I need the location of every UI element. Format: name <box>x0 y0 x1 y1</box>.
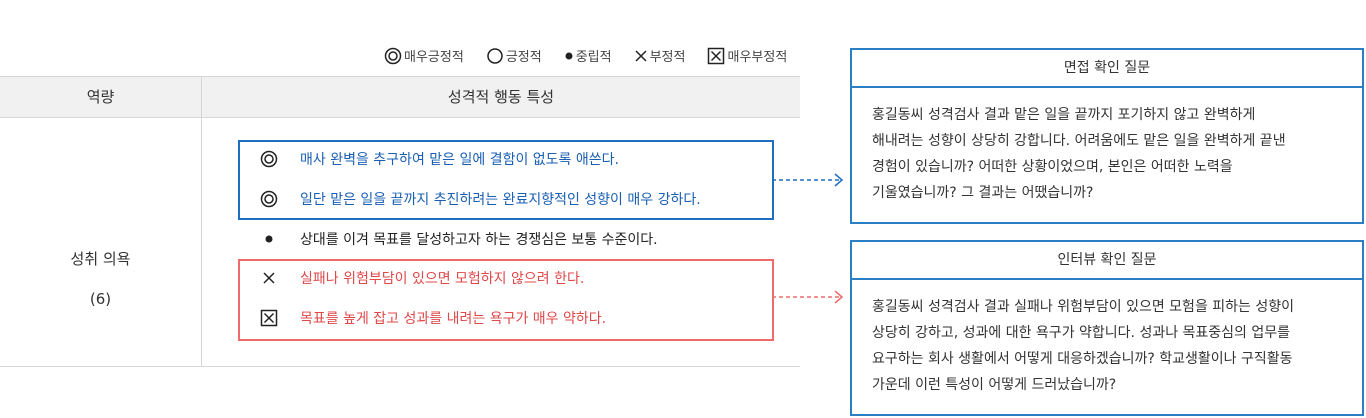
panel-line: 요구하는 회사 생활에서 어떻게 대응하겠습니까? 학교생활이나 구직활동 <box>872 351 1293 367</box>
legend-item-neutral: 중립적 <box>564 46 612 65</box>
column-divider <box>201 118 202 366</box>
competency-name: 성취 의욕 <box>70 250 131 268</box>
header-competency: 역량 <box>0 77 202 117</box>
trait-text: 일단 맡은 일을 끝까지 추진하려는 완료지향적인 성향이 매우 강하다. <box>300 192 701 208</box>
trait-row: 상대를 이겨 목표를 달성하고자 하는 경쟁심은 보통 수준이다. <box>238 219 778 259</box>
double-circle-icon <box>238 190 300 208</box>
legend-label: 매우부정적 <box>727 50 788 65</box>
red-dashed-arrow-icon <box>772 290 844 304</box>
trait-text: 실패나 위험부담이 있으면 모험하지 않으려 한다. <box>300 271 585 287</box>
panel-line: 상당히 강하고, 성과에 대한 욕구가 약합니다. 성과나 목표중심의 업무를 <box>872 325 1291 341</box>
interview-check-panel: 면접 확인 질문 홍길동씨 성격검사 결과 맡은 일을 끝까지 포기하지 않고 … <box>850 48 1364 224</box>
panel-line: 홍길동씨 성격검사 결과 실패나 위험부담이 있으면 모험을 피하는 성향이 <box>872 299 1294 315</box>
panel-body: 홍길동씨 성격검사 결과 맡은 일을 끝까지 포기하지 않고 완벽하게 해내려는… <box>852 88 1362 206</box>
legend-item-very-negative: 매우부정적 <box>707 46 787 65</box>
panel-title: 면접 확인 질문 <box>852 50 1362 88</box>
panel-line: 해내려는 성향이 상당히 강합니다. 어려움에도 맡은 일을 완벽하게 끝낸 <box>872 133 1286 149</box>
behavior-table: 역량 성격적 행동 특성 성취 의욕 (6) <box>0 76 800 367</box>
trait-text: 목표를 높게 잡고 성과를 내려는 욕구가 매우 약하다. <box>300 311 607 327</box>
table-body: 성취 의욕 (6) <box>0 118 800 367</box>
weakness-highlight-box <box>238 259 774 341</box>
trait-row: 매사 완벽을 추구하여 맡은 일에 결함이 없도록 애쓴다. <box>238 139 778 179</box>
competency-score: (6) <box>89 290 112 308</box>
cross-icon <box>634 47 648 65</box>
double-circle-icon <box>238 150 300 168</box>
interview-question-panel: 인터뷰 확인 질문 홍길동씨 성격검사 결과 실패나 위험부담이 있으면 모험을… <box>850 240 1364 416</box>
legend-item-negative: 부정적 <box>634 46 686 65</box>
cross-icon <box>238 269 300 287</box>
header-behavior-traits: 성격적 행동 특성 <box>447 88 555 106</box>
legend: 매우긍정적 긍정적 중립적 부정적 매우부정적 <box>384 46 787 65</box>
trait-row: 일단 맡은 일을 끝까지 추진하려는 완료지향적인 성향이 매우 강하다. <box>238 179 778 219</box>
legend-label: 중립적 <box>575 50 612 65</box>
panel-line: 가운데 이런 특성이 어떻게 드러났습니까? <box>872 377 1117 393</box>
legend-label: 긍정적 <box>505 50 542 65</box>
panel-line: 경험이 있습니까? 어떠한 상황이었으며, 본인은 어떠한 노력을 <box>872 159 1233 175</box>
legend-item-very-positive: 매우긍정적 <box>384 46 464 65</box>
trait-text: 상대를 이겨 목표를 달성하고자 하는 경쟁심은 보통 수준이다. <box>300 232 658 248</box>
boxed-cross-icon <box>238 309 300 327</box>
legend-label: 부정적 <box>649 50 686 65</box>
double-circle-icon <box>384 47 402 65</box>
legend-label: 매우긍정적 <box>404 50 464 65</box>
trait-row: 실패나 위험부담이 있으면 모험하지 않으려 한다. <box>238 258 778 298</box>
dot-icon <box>238 230 300 248</box>
panel-line: 홍길동씨 성격검사 결과 맡은 일을 끝까지 포기하지 않고 완벽하게 <box>872 107 1256 123</box>
circle-icon <box>486 47 504 65</box>
legend-item-positive: 긍정적 <box>486 46 542 65</box>
trait-row: 목표를 높게 잡고 성과를 내려는 욕구가 매우 약하다. <box>238 298 778 338</box>
blue-dashed-arrow-icon <box>772 173 844 187</box>
boxed-cross-icon <box>707 47 725 65</box>
trait-text: 매사 완벽을 추구하여 맡은 일에 결함이 없도록 애쓴다. <box>300 152 619 168</box>
panel-line: 기울였습니까? 그 결과는 어땠습니까? <box>872 185 1094 201</box>
dot-icon <box>564 47 574 65</box>
panel-body: 홍길동씨 성격검사 결과 실패나 위험부담이 있으면 모험을 피하는 성향이 상… <box>852 280 1362 398</box>
panel-title: 인터뷰 확인 질문 <box>852 242 1362 280</box>
table-header: 역량 성격적 행동 특성 <box>0 76 800 118</box>
